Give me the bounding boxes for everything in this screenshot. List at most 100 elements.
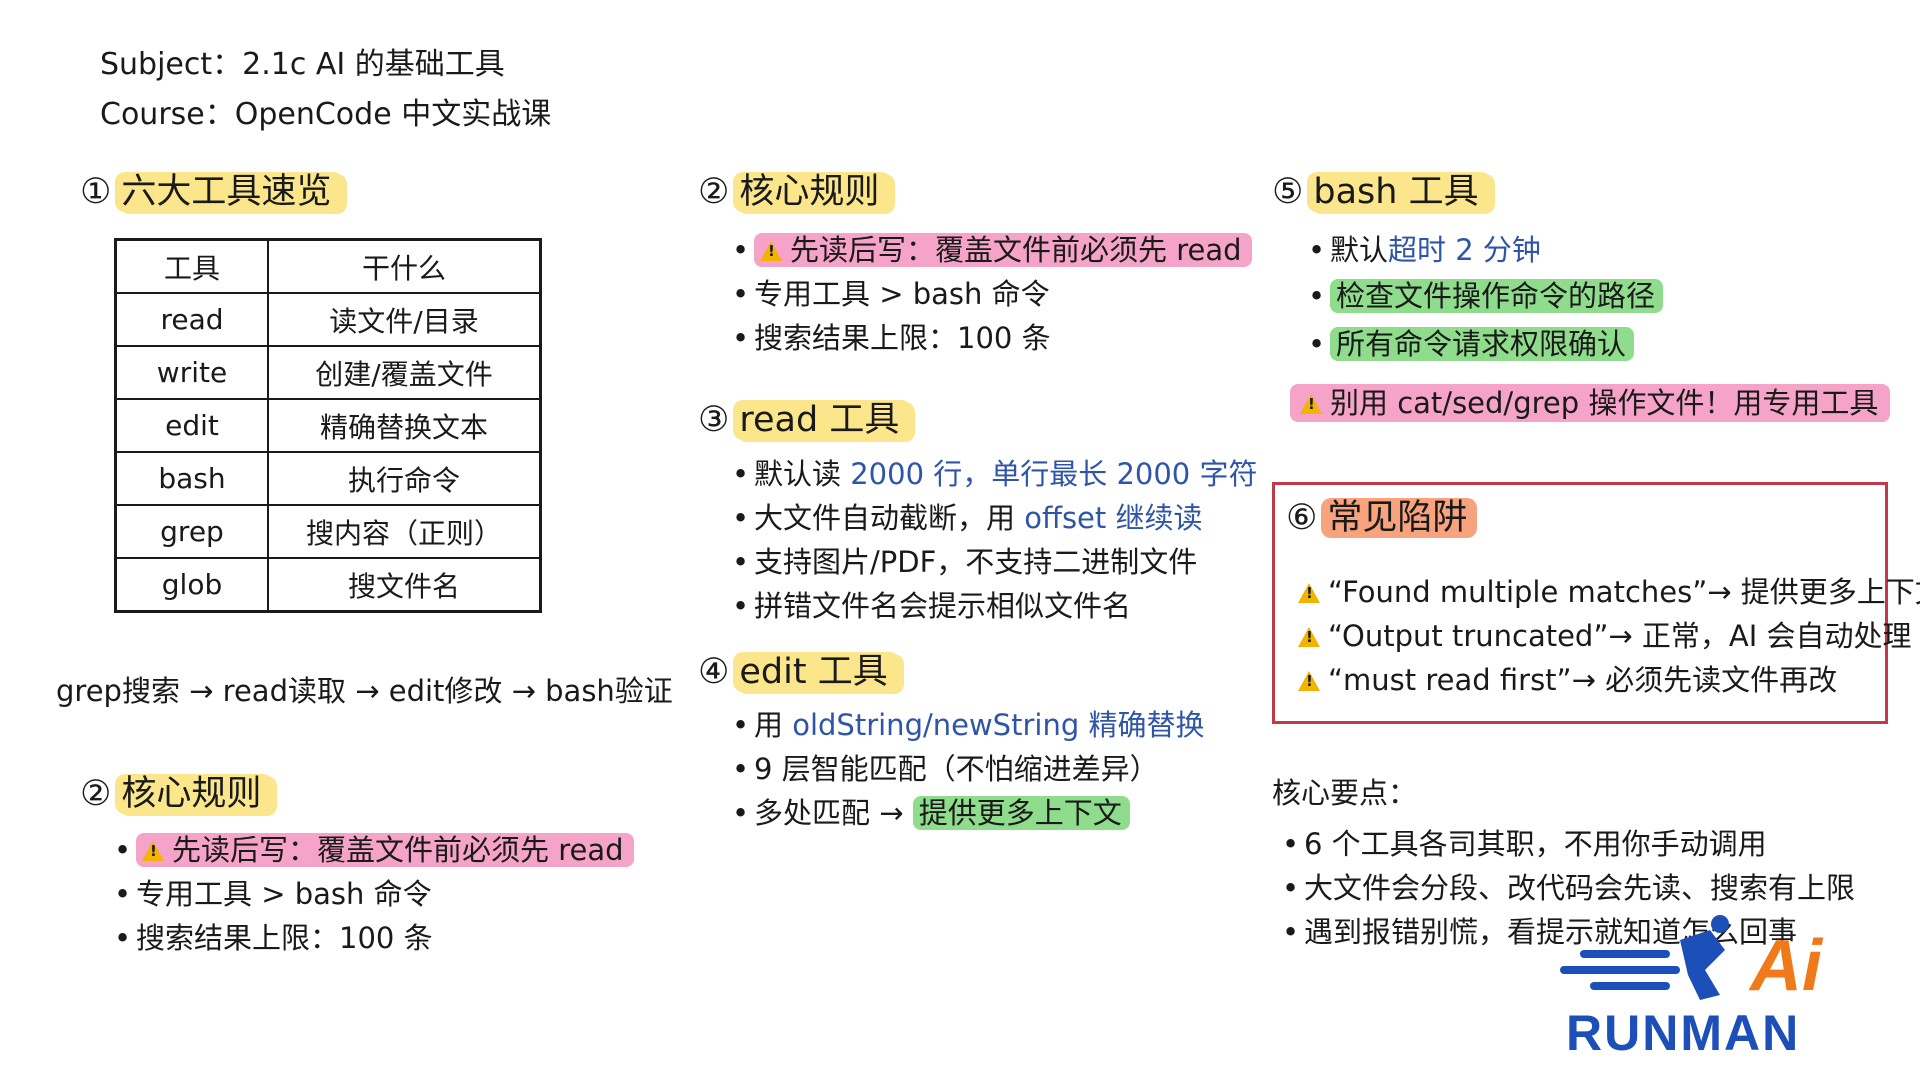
list-item: 搜索结果上限：100 条: [112, 916, 634, 960]
section-number: ①: [80, 172, 112, 212]
section-number: ⑤: [1272, 172, 1304, 212]
list-item: 专用工具 > bash 命令: [730, 272, 1252, 316]
course-line: Course：OpenCode 中文实战课: [100, 97, 552, 132]
list-item: 9 层智能匹配（不怕缩进差异）: [730, 747, 1204, 791]
section-title-text: 六大工具速览: [115, 172, 344, 212]
blue-emphasis: 超时 2 分钟: [1388, 233, 1541, 267]
list-item: 用 oldString/newString 精确替换: [730, 703, 1204, 747]
section-number: ⑥: [1286, 498, 1318, 538]
pitfall-item: “Output truncated”→ 正常，AI 会自动处理: [1298, 614, 1920, 658]
table-cell: 读文件/目录: [267, 292, 542, 347]
warning-text: 别用 cat/sed/grep 操作文件！用专用工具: [1330, 386, 1879, 420]
list-item: 搜索结果上限：100 条: [730, 316, 1252, 360]
list-item-text: 先读后写：覆盖文件前必须先 read: [172, 833, 624, 867]
list-item-text: 多处匹配 →: [754, 796, 913, 830]
bash-tool-list: 默认超时 2 分钟 检查文件操作命令的路径 所有命令请求权限确认: [1306, 228, 1664, 366]
pitfall-text: “Found multiple matches”→ 提供更多上下文: [1328, 575, 1920, 609]
core-rules-list-middle: 先读后写：覆盖文件前必须先 read 专用工具 > bash 命令 搜索结果上限…: [730, 228, 1252, 360]
table-cell: read: [114, 292, 269, 347]
list-item: 6 个工具各司其职，不用你手动调用: [1280, 822, 1855, 866]
runner-icon: Ai RUNMAN: [1560, 915, 1824, 1061]
list-item-text: 用: [754, 708, 793, 742]
blue-emphasis: oldString/newString 精确替换: [792, 708, 1205, 742]
list-item: 先读后写：覆盖文件前必须先 read: [730, 228, 1252, 272]
list-item: 所有命令请求权限确认: [1306, 322, 1663, 366]
pitfalls-list: “Found multiple matches”→ 提供更多上下文 “Outpu…: [1298, 570, 1920, 702]
section-number: ④: [698, 652, 730, 692]
section-title-text: read 工具: [733, 400, 912, 440]
pitfall-text: “must read first”→ 必须先读文件再改: [1328, 663, 1838, 697]
bash-warning-banner: 别用 cat/sed/grep 操作文件！用专用工具: [1290, 382, 1891, 424]
section-number: ③: [698, 400, 730, 440]
table-cell: 搜内容（正则）: [267, 504, 542, 559]
read-tool-list: 默认读 2000 行，单行最长 2000 字符 大文件自动截断，用 offset…: [730, 452, 1257, 628]
table-cell: 创建/覆盖文件: [267, 345, 542, 400]
warning-icon: [1300, 394, 1322, 414]
list-item: 检查文件操作命令的路径: [1306, 274, 1664, 318]
blue-emphasis: 2000 行，单行最长 2000 字符: [850, 457, 1258, 491]
list-item: 拼错文件名会提示相似文件名: [730, 584, 1257, 628]
list-item: 专用工具 > bash 命令: [112, 872, 634, 916]
pitfall-text: “Output truncated”→ 正常，AI 会自动处理: [1328, 619, 1912, 653]
section-number: ②: [80, 774, 112, 814]
list-item: 大文件自动截断，用 offset 继续读: [730, 496, 1257, 540]
blue-emphasis: offset 继续读: [1024, 501, 1203, 535]
section-title-text: 核心规则: [733, 172, 892, 212]
table-cell: grep: [114, 504, 269, 559]
warning-icon: [1298, 583, 1320, 603]
list-item: 多处匹配 → 提供更多上下文: [730, 791, 1204, 835]
section-title-text: 常见陷阱: [1321, 498, 1478, 538]
list-item: 先读后写：覆盖文件前必须先 read: [112, 828, 634, 872]
list-item: 默认超时 2 分钟: [1306, 228, 1663, 272]
section-number: ②: [698, 172, 730, 212]
pitfall-item: “Found multiple matches”→ 提供更多上下文: [1298, 570, 1920, 614]
table-cell: glob: [114, 557, 269, 613]
workflow-line: grep搜索 → read读取 → edit修改 → bash验证: [56, 674, 673, 708]
table-cell: 执行命令: [267, 451, 542, 506]
list-item-text: 先读后写：覆盖文件前必须先 read: [790, 233, 1242, 267]
table-cell: 精确替换文本: [267, 398, 542, 453]
table-header-cell: 工具: [114, 238, 269, 294]
table-cell: bash: [114, 451, 269, 506]
edit-tool-list: 用 oldString/newString 精确替换 9 层智能匹配（不怕缩进差…: [730, 703, 1204, 835]
logo-ai-text: Ai: [1748, 926, 1824, 1006]
list-item-text: 默认读: [754, 457, 851, 491]
warning-icon: [1298, 627, 1320, 647]
warning-icon: [760, 241, 782, 261]
subject-line: Subject：2.1c AI 的基础工具: [100, 47, 505, 82]
warning-highlight: 先读后写：覆盖文件前必须先 read: [754, 233, 1252, 267]
section-title-text: 核心规则: [115, 774, 274, 814]
list-item-text: 大文件自动截断，用: [754, 501, 1025, 535]
logo-runman-text: RUNMAN: [1566, 1005, 1800, 1060]
table-cell: write: [114, 345, 269, 400]
pitfalls-box: [1272, 482, 1888, 724]
section-title-text: bash 工具: [1307, 172, 1491, 212]
green-highlight: 所有命令请求权限确认: [1330, 327, 1635, 361]
warning-highlight: 别用 cat/sed/grep 操作文件！用专用工具: [1290, 384, 1891, 422]
table-header-cell: 干什么: [267, 238, 542, 294]
list-item-text: 默认: [1330, 233, 1389, 267]
list-item: 大文件会分段、改代码会先读、搜索有上限: [1280, 866, 1855, 910]
header: Subject：2.1c AI 的基础工具 Course：OpenCode 中文…: [100, 40, 551, 140]
green-highlight: 提供更多上下文: [912, 796, 1130, 830]
list-item: 默认读 2000 行，单行最长 2000 字符: [730, 452, 1257, 496]
warning-icon: [1298, 671, 1320, 691]
table-cell: 搜文件名: [267, 557, 542, 613]
green-highlight: 检查文件操作命令的路径: [1330, 279, 1664, 313]
section-title-text: edit 工具: [733, 652, 900, 692]
core-rules-list-left: 先读后写：覆盖文件前必须先 read 专用工具 > bash 命令 搜索结果上限…: [112, 828, 634, 960]
key-points-title: 核心要点：: [1272, 776, 1418, 810]
warning-icon: [142, 841, 164, 861]
